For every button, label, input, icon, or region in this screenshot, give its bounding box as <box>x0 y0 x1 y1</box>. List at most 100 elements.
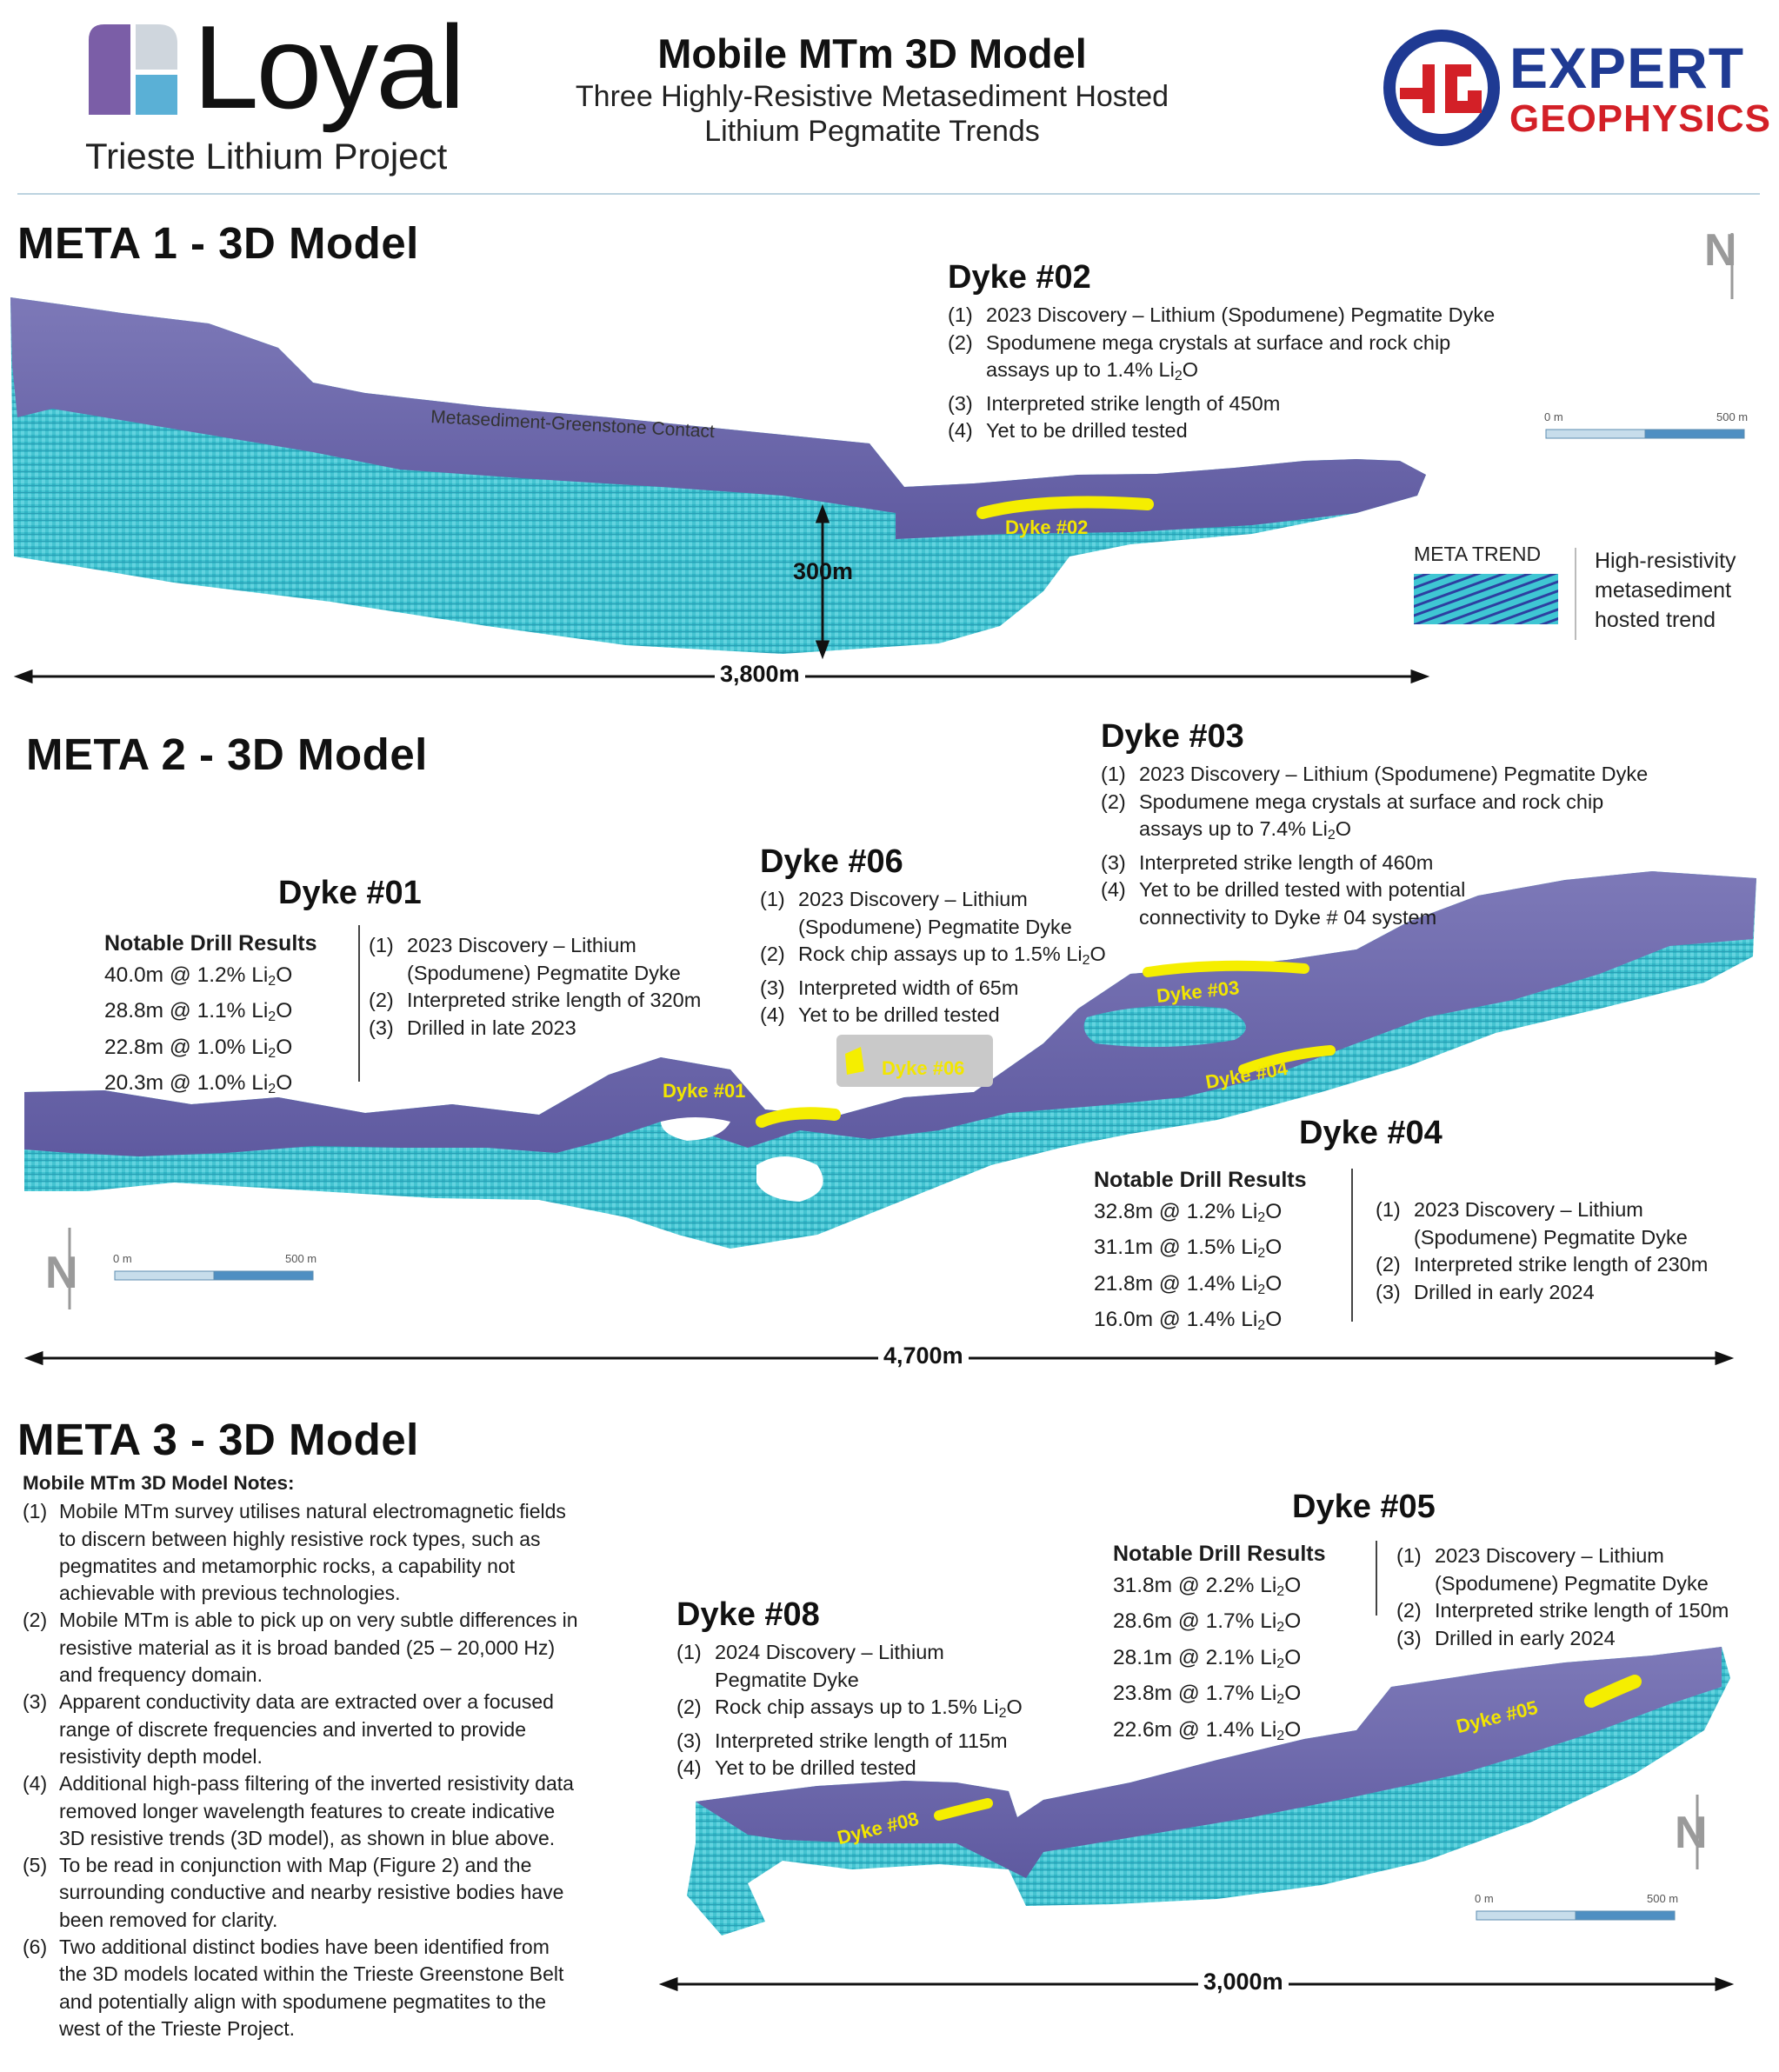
page-subtitle-1: Three Highly-Resistive Metasediment Host… <box>575 80 1169 113</box>
dyke03-item: (3)Interpreted strike length of 460m <box>1101 850 1434 874</box>
drill-row: 22.6m @ 1.4% Li2O <box>1113 1717 1302 1743</box>
dyke08-item: (2)Rock chip assays up to 1.5% Li2O <box>676 1696 1023 1721</box>
dyke08-item: (3)Interpreted strike length of 115m <box>676 1729 1008 1752</box>
header: Loyal Trieste Lithium Project Mobile MTm… <box>0 0 1779 196</box>
notes-item: (3)Apparent conductivity data are extrac… <box>23 1690 554 1768</box>
notes-header: Mobile MTm 3D Model Notes: <box>23 1472 295 1494</box>
meta1-scale-end: 500 m <box>1716 410 1749 423</box>
meta1-title: META 1 - 3D Model <box>17 218 419 268</box>
drill-row: 28.1m @ 2.1% Li2O <box>1113 1645 1302 1671</box>
dyke06-item: (3)Interpreted width of 65m <box>760 976 1019 999</box>
dyke01-shape <box>756 1107 841 1128</box>
legend-line: metasediment <box>1595 578 1732 603</box>
meta3-scale-end: 500 m <box>1647 1892 1679 1905</box>
north-arrows <box>68 233 1734 1869</box>
dyke04-drill-results: Notable Drill Results 32.8m @ 1.2% Li2O … <box>1094 1165 1307 1342</box>
dyke01-drill-results: Notable Drill Results 40.0m @ 1.2% Li2O … <box>104 929 317 1105</box>
dyke03-title: Dyke #03 <box>1101 718 1244 755</box>
dyke03-shape <box>1143 960 1309 977</box>
dyke05-drill-results: Notable Drill Results 31.8m @ 2.2% Li2O … <box>1113 1539 1326 1751</box>
drill-row: 28.6m @ 1.7% Li2O <box>1113 1609 1302 1635</box>
depth-label: 300m <box>793 558 854 584</box>
meta3-model <box>687 1647 1730 1935</box>
meta1-length-label: 3,800m <box>715 661 805 688</box>
page-subtitle-2: Lithium Pegmatite Trends <box>704 115 1040 148</box>
loyal-logo-text: Loyal <box>193 1 465 133</box>
meta3-length-label: 3,000m <box>1198 1969 1289 1995</box>
dyke01-item: (3)Drilled in late 2023 <box>369 1016 576 1039</box>
drill-row: 28.8m @ 1.1% Li2O <box>104 999 293 1024</box>
dyke05-item: (3)Drilled in early 2024 <box>1396 1626 1616 1649</box>
dyke01-map-label: Dyke #01 <box>663 1080 746 1102</box>
drill-row: 31.1m @ 1.5% Li2O <box>1094 1236 1283 1261</box>
expert-logo-text: EXPERT <box>1509 36 1745 100</box>
drill-row: 23.8m @ 1.7% Li2O <box>1113 1682 1302 1707</box>
expert-geophysics-logo-icon <box>1383 30 1500 146</box>
meta3-scale-start: 0 m <box>1475 1892 1494 1905</box>
dyke06-item: (1)2023 Discovery – Lithium(Spodumene) P… <box>760 888 1072 938</box>
dyke03-item: (4)Yet to be drilled tested with potenti… <box>1101 878 1466 929</box>
notes-item: (4)Additional high-pass filtering of the… <box>23 1772 574 1849</box>
dyke04-shape <box>1238 1045 1336 1075</box>
dyke06-list: (1)2023 Discovery – Lithium(Spodumene) P… <box>760 886 1125 1029</box>
dyke04-divider <box>1351 1169 1353 1322</box>
drill-header: Notable Drill Results <box>1113 1542 1326 1566</box>
dyke02-item: (4)Yet to be drilled tested <box>948 419 1188 442</box>
dyke04-title: Dyke #04 <box>1299 1115 1443 1151</box>
drill-row: 22.8m @ 1.0% Li2O <box>104 1035 293 1061</box>
dyke04-item: (3)Drilled in early 2024 <box>1376 1280 1595 1303</box>
dyke03-list: (1)2023 Discovery – Lithium (Spodumene) … <box>1101 761 1727 931</box>
dyke04-item: (2)Interpreted strike length of 230m <box>1376 1253 1709 1276</box>
drill-row: 40.0m @ 1.2% Li2O <box>104 963 293 989</box>
dyke02-item: (3)Interpreted strike length of 450m <box>948 391 1281 415</box>
dyke05-list: (1)2023 Discovery – Lithium(Spodumene) P… <box>1396 1542 1770 1652</box>
dyke06-title: Dyke #06 <box>760 843 903 880</box>
north-arrow-2: N <box>45 1248 78 1298</box>
drill-row: 21.8m @ 1.4% Li2O <box>1094 1271 1283 1297</box>
meta2-model <box>24 871 1756 1249</box>
dyke05-divider <box>1376 1541 1377 1616</box>
meta1-model <box>10 297 1426 654</box>
dyke06-label-box <box>836 1035 993 1087</box>
dyke01-divider <box>358 925 360 1082</box>
meta1-scale-start: 0 m <box>1544 410 1563 423</box>
dyke01-list: (1)2023 Discovery – Lithium(Spodumene) P… <box>369 932 751 1042</box>
legend-line: hosted trend <box>1595 608 1716 632</box>
meta2-length-label: 4,700m <box>878 1342 969 1369</box>
dyke06-map-label: Dyke #06 <box>882 1057 965 1079</box>
model-notes: Mobile MTm 3D Model Notes: (1)Mobile MTm… <box>23 1469 649 2042</box>
dyke08-shape <box>934 1798 993 1821</box>
legend-line: High-resistivity <box>1595 549 1736 573</box>
project-name: Trieste Lithium Project <box>85 136 448 177</box>
notes-list: (1)Mobile MTm survey utilises natural el… <box>23 1498 649 2042</box>
dyke05-shape <box>1584 1675 1642 1708</box>
dyke02-list: (1)2023 Discovery – Lithium (Spodumene) … <box>948 302 1574 445</box>
legend-title: META TREND <box>1414 543 1542 565</box>
page-title: Mobile MTm 3D Model <box>657 30 1087 77</box>
notes-item: (5)To be read in conjunction with Map (F… <box>23 1854 564 1931</box>
dyke02-title: Dyke #02 <box>948 259 1091 296</box>
dyke06-item: (4)Yet to be drilled tested <box>760 1003 1000 1026</box>
scale-bars <box>114 429 1745 1921</box>
north-arrow-3: N <box>1675 1808 1708 1858</box>
meta2-scale-end: 500 m <box>285 1252 317 1265</box>
dyke04-item: (1)2023 Discovery – Lithium(Spodumene) P… <box>1376 1198 1688 1249</box>
dyke04-list: (1)2023 Discovery – Lithium(Spodumene) P… <box>1376 1196 1758 1306</box>
legend-swatch <box>1414 574 1558 624</box>
header-divider <box>17 193 1760 195</box>
north-arrow-1: N <box>1704 225 1737 276</box>
drill-row: 20.3m @ 1.0% Li2O <box>104 1071 293 1096</box>
dyke02-shape <box>976 496 1154 519</box>
drill-header: Notable Drill Results <box>104 931 317 956</box>
legend-text: High-resistivity metasediment hosted tre… <box>1595 546 1736 635</box>
dyke02-map-label: Dyke #02 <box>1005 516 1089 538</box>
dyke02-item: (1)2023 Discovery – Lithium (Spodumene) … <box>948 303 1496 326</box>
dyke01-title: Dyke #01 <box>278 875 422 911</box>
notes-item: (2)Mobile MTm is able to pick up on very… <box>23 1609 578 1687</box>
dyke01-item: (1)2023 Discovery – Lithium(Spodumene) P… <box>369 934 681 984</box>
dyke06-shape <box>845 1047 864 1075</box>
dyke08-item: (4)Yet to be drilled tested <box>676 1756 916 1779</box>
dyke05-item: (1)2023 Discovery – Lithium(Spodumene) P… <box>1396 1544 1709 1595</box>
